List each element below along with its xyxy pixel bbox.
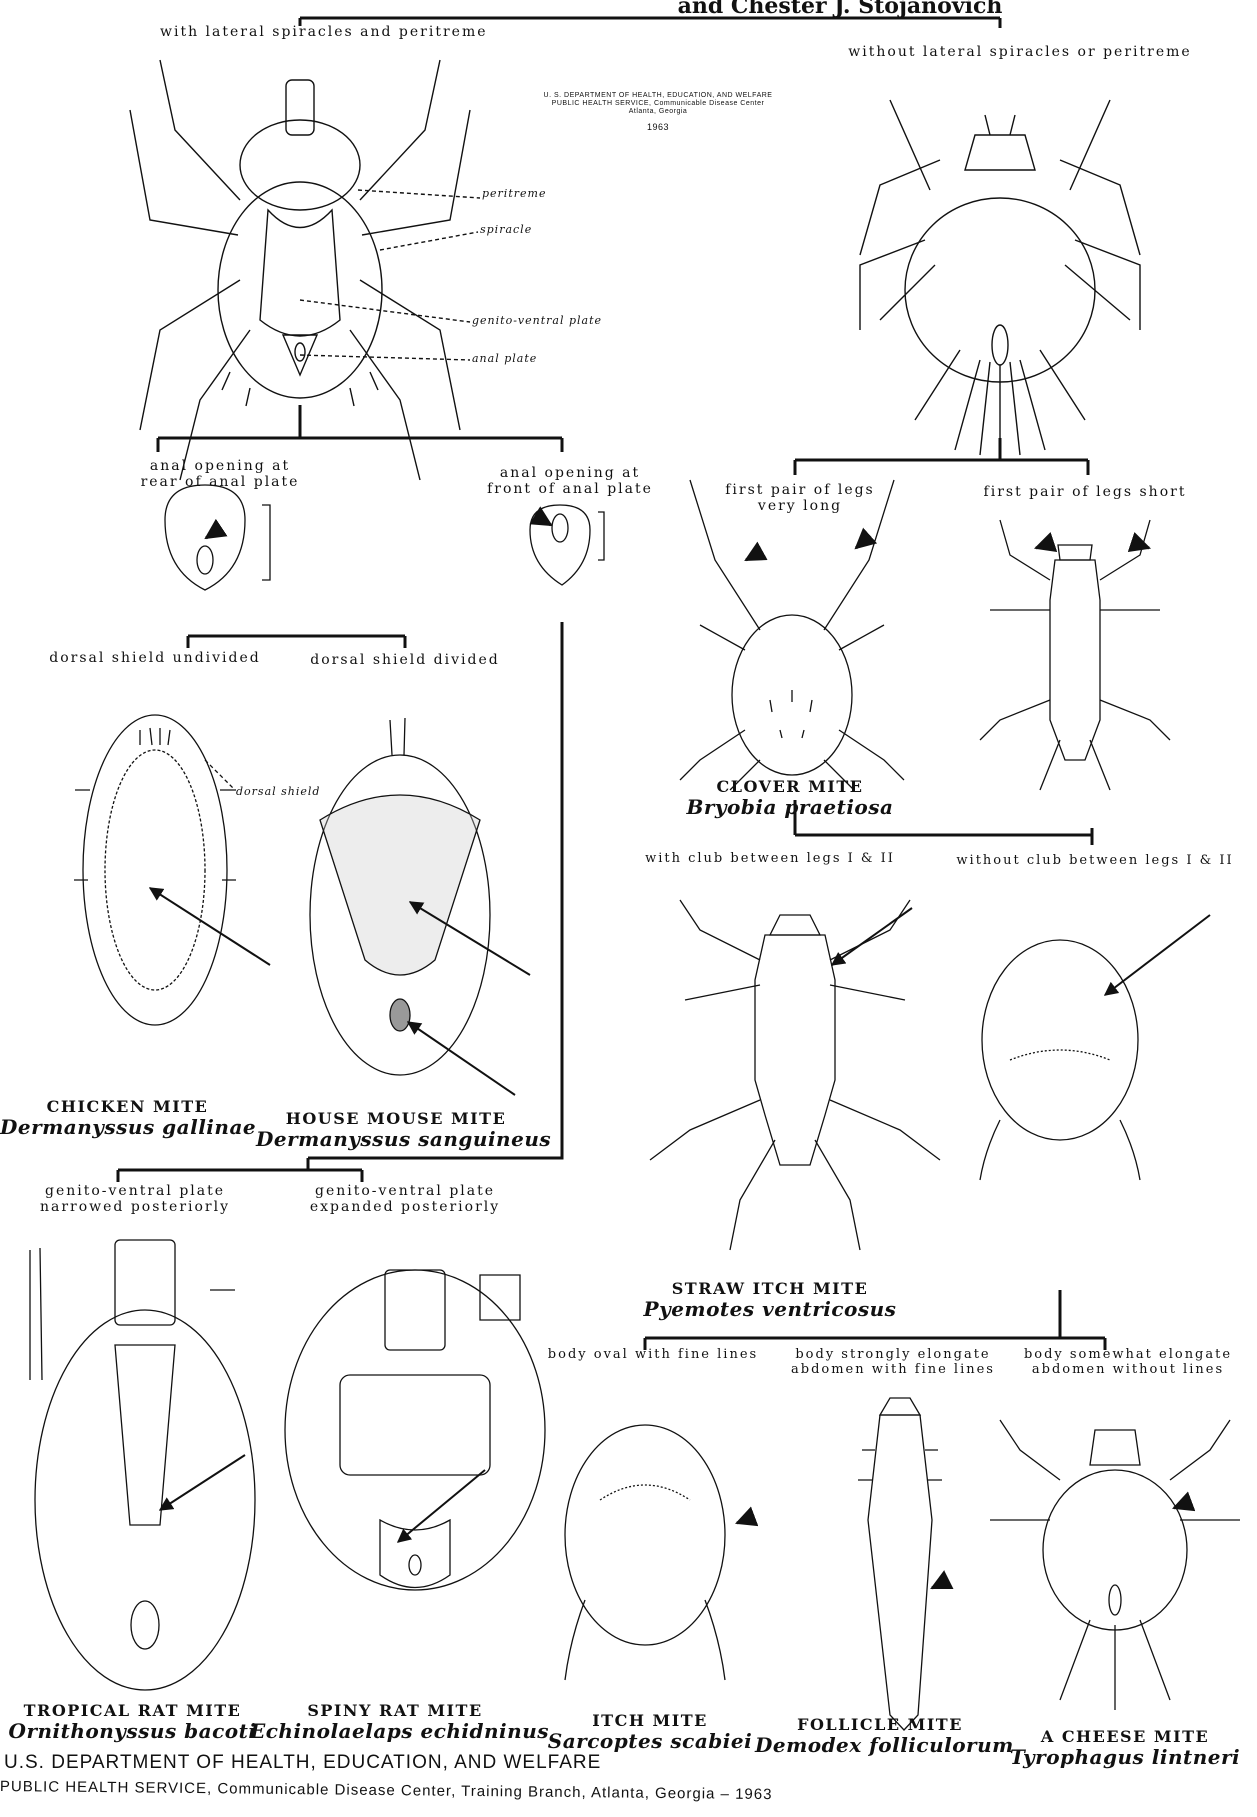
short-legs-mite-drawing: [980, 520, 1170, 790]
label-shield-divided: dorsal shield divided: [305, 652, 505, 668]
species-clover-mite: CLOVER MITE Bryobia praetiosa: [680, 778, 900, 819]
label-gv-narrowed-line2: narrowed posteriorly: [30, 1199, 240, 1215]
label-body-strongly-line1: body strongly elongate: [778, 1348, 1008, 1363]
header-caption-line3: Atlanta, Georgia: [508, 108, 808, 116]
anatomy-peritreme: peritreme: [482, 188, 546, 201]
species-common-name: TROPICAL RAT MITE: [0, 1702, 265, 1720]
chicken-mite-drawing: [74, 715, 270, 1025]
species-straw-itch-mite: STRAW ITCH MITE Pyemotes ventricosus: [640, 1280, 900, 1321]
anal-bracket: [158, 405, 562, 452]
species-cheese-mite: A CHEESE MITE Tyrophagus lintneri: [1005, 1728, 1245, 1769]
label-shield-undivided: dorsal shield undivided: [40, 650, 270, 666]
club-mite-drawing: [650, 900, 940, 1250]
label-body-strongly-elongate: body strongly elongate abdomen with fine…: [778, 1348, 1008, 1378]
species-common-name: HOUSE MOUSE MITE: [256, 1110, 536, 1128]
species-common-name: FOLLICLE MITE: [755, 1716, 1005, 1734]
species-common-name: STRAW ITCH MITE: [640, 1280, 900, 1298]
species-spiny-rat-mite: SPINY RAT MITE Echinolaelaps echidninus: [250, 1702, 540, 1743]
header-caption-year: 1963: [508, 122, 808, 132]
label-body-somewhat-line2: abdomen without lines: [1012, 1363, 1244, 1378]
label-gv-narrowed-line1: genito-ventral plate: [30, 1183, 240, 1199]
shield-bracket: [188, 636, 405, 648]
anatomy-anal-plate: anal plate: [472, 353, 537, 366]
spiny-rat-mite-drawing: [285, 1270, 545, 1590]
label-legs-long-line2: very long: [700, 498, 900, 514]
label-body-somewhat-line1: body somewhat elongate: [1012, 1348, 1244, 1363]
label-with-spiracles: with lateral spiracles and peritreme: [160, 24, 460, 40]
anatomy-spiracle: spiracle: [480, 224, 532, 237]
label-legs-short: first pair of legs short: [970, 484, 1200, 500]
footer-agency: U.S. DEPARTMENT OF HEALTH, EDUCATION, AN…: [4, 1752, 601, 1774]
house-mouse-mite-drawing: [310, 718, 530, 1095]
label-gv-expanded: genito-ventral plate expanded posteriorl…: [300, 1183, 510, 1215]
species-itch-mite: ITCH MITE Sarcoptes scabiei: [540, 1712, 760, 1753]
gv-bracket: [118, 1170, 362, 1182]
label-legs-long-line1: first pair of legs: [700, 482, 900, 498]
label-without-spiracles: without lateral spiracles or peritreme: [830, 44, 1210, 60]
species-common-name: SPINY RAT MITE: [250, 1702, 540, 1720]
header-caption-agency: U. S. DEPARTMENT OF HEALTH, EDUCATION, A…: [508, 92, 808, 132]
header-caption-line1: U. S. DEPARTMENT OF HEALTH, EDUCATION, A…: [508, 92, 808, 100]
header-caption-line2: PUBLIC HEALTH SERVICE, Communicable Dise…: [508, 100, 808, 108]
species-scientific-name: Bryobia praetiosa: [680, 796, 900, 819]
species-scientific-name: Ornithonyssus bacoti: [0, 1720, 265, 1743]
anal-plate-rear-drawing: [165, 485, 270, 590]
itch-mite-drawing: [565, 1425, 745, 1680]
anatomy-genito-ventral-plate: genito-ventral plate: [472, 315, 602, 328]
label-body-oval: body oval with fine lines: [533, 1348, 773, 1363]
species-common-name: ITCH MITE: [540, 1712, 760, 1730]
label-anal-front: anal opening at front of anal plate: [460, 465, 680, 497]
species-common-name: A CHEESE MITE: [1005, 1728, 1245, 1746]
mite-with-spiracles-drawing: [130, 60, 480, 480]
species-scientific-name: Echinolaelaps echidninus: [250, 1720, 540, 1743]
label-anal-rear-line2: rear of anal plate: [110, 474, 330, 490]
species-scientific-name: Tyrophagus lintneri: [1005, 1746, 1245, 1769]
species-tropical-rat-mite: TROPICAL RAT MITE Ornithonyssus bacoti: [0, 1702, 265, 1743]
label-body-somewhat-elongate: body somewhat elongate abdomen without l…: [1012, 1348, 1244, 1378]
mite-without-spiracles-drawing: [860, 100, 1140, 458]
species-common-name: CLOVER MITE: [680, 778, 900, 796]
tropical-rat-mite-drawing: [30, 1240, 255, 1690]
species-scientific-name: Demodex folliculorum: [755, 1734, 1005, 1757]
genito-pointer: [300, 300, 470, 322]
label-body-strongly-line2: abdomen with fine lines: [778, 1363, 1008, 1378]
label-without-club: without club between legs I & II: [945, 854, 1245, 869]
anatomy-dorsal-shield: dorsal shield: [236, 786, 320, 799]
species-scientific-name: Dermanyssus gallinae: [0, 1116, 255, 1139]
follicle-mite-drawing: [858, 1398, 942, 1730]
label-anal-front-line2: front of anal plate: [460, 481, 680, 497]
no-club-mite-drawing: [980, 915, 1210, 1180]
label-with-club: with club between legs I & II: [640, 852, 900, 867]
species-scientific-name: Dermanyssus sanguineus: [256, 1128, 536, 1151]
species-follicle-mite: FOLLICLE MITE Demodex folliculorum: [755, 1716, 1005, 1757]
label-gv-expanded-line2: expanded posteriorly: [300, 1199, 510, 1215]
species-scientific-name: Sarcoptes scabiei: [540, 1730, 760, 1753]
clover-mite-drawing: [680, 480, 904, 790]
title-partial: and Chester J. Stojanovich: [620, 0, 1060, 19]
label-gv-narrowed: genito-ventral plate narrowed posteriorl…: [30, 1183, 240, 1215]
label-gv-expanded-line1: genito-ventral plate: [300, 1183, 510, 1199]
label-anal-front-line1: anal opening at: [460, 465, 680, 481]
label-legs-long: first pair of legs very long: [700, 482, 900, 514]
cheese-mite-drawing: [990, 1420, 1240, 1710]
legs-bracket: [795, 438, 1088, 475]
species-scientific-name: Pyemotes ventricosus: [640, 1298, 900, 1321]
label-anal-rear: anal opening at rear of anal plate: [110, 458, 330, 490]
anal-plate-front-drawing: [530, 505, 604, 585]
species-chicken-mite: CHICKEN MITE Dermanyssus gallinae: [0, 1098, 255, 1139]
species-common-name: CHICKEN MITE: [0, 1098, 255, 1116]
peritreme-pointer: [358, 190, 480, 198]
species-house-mouse-mite: HOUSE MOUSE MITE Dermanyssus sanguineus: [256, 1110, 536, 1151]
spiracle-pointer: [380, 232, 478, 250]
label-anal-rear-line1: anal opening at: [110, 458, 330, 474]
